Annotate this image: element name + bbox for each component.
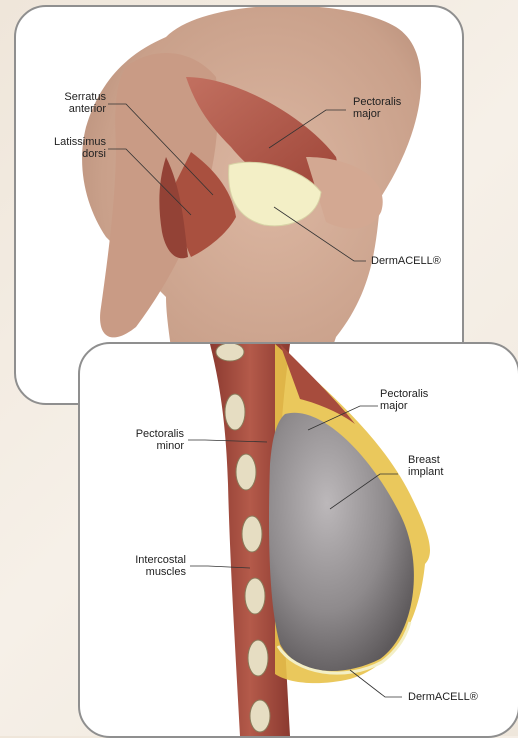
breast-implant-shape [269, 413, 414, 671]
label-pectoralis-major-top: Pectoralis major [353, 96, 401, 120]
rib-4 [242, 516, 262, 552]
rib-1 [216, 344, 244, 361]
label-pectoralis-major-bottom: Pectoralis major [380, 388, 428, 412]
cross-section-illustration [80, 344, 518, 736]
rib-3 [236, 454, 256, 490]
label-dermacell-top: DermACELL® [371, 255, 441, 267]
label-latissimus-dorsi: Latissimus dorsi [40, 136, 106, 160]
label-pectoralis-minor: Pectoralis minor [120, 428, 184, 452]
label-dermacell-bottom: DermACELL® [408, 691, 478, 703]
label-serratus-anterior: Serratus anterior [44, 91, 106, 115]
rib-5 [245, 578, 265, 614]
rib-7 [250, 700, 270, 732]
bottom-illustration-panel: Pectoralis major Pectoralis minor Breast… [78, 342, 518, 738]
rib-2 [225, 394, 245, 430]
rib-6 [248, 640, 268, 676]
label-intercostal-muscles: Intercostal muscles [120, 554, 186, 578]
label-breast-implant: Breast implant [408, 454, 443, 478]
